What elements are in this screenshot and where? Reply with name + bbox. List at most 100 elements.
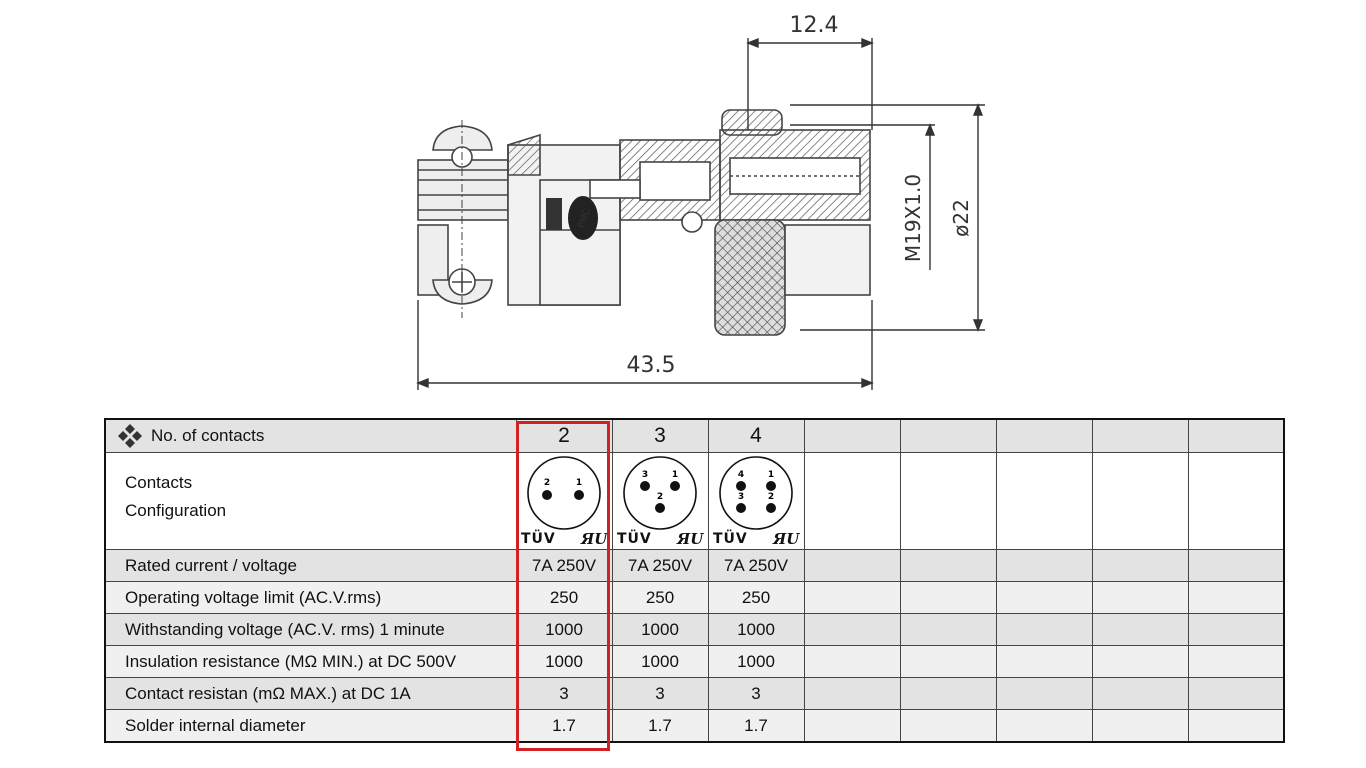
pin-layout-2-diagram: 2 1 <box>527 456 601 530</box>
row-value: 7A 250V <box>707 549 805 582</box>
tuv-cert-mark: TÜV <box>713 531 748 547</box>
row-label: Insulation resistance (MΩ MIN.) at DC 50… <box>104 645 517 678</box>
empty-cell <box>803 549 901 582</box>
empty-cell <box>899 613 997 646</box>
empty-cell <box>1187 613 1285 646</box>
contacts-configuration-label: Contacts Configuration <box>104 452 517 550</box>
contacts-header-label: No. of contacts <box>151 426 265 445</box>
config-label-line1: Contacts <box>125 473 193 492</box>
empty-cell <box>803 418 901 453</box>
ul-cert-mark: ЯU <box>581 530 608 548</box>
table-row: Insulation resistance (MΩ MIN.) at DC 50… <box>104 645 1285 678</box>
empty-cell <box>899 418 997 453</box>
empty-cell <box>1091 709 1189 743</box>
dimension-thread-label: M19X1.0 <box>901 174 925 262</box>
row-label: Operating voltage limit (AC.V.rms) <box>104 581 517 614</box>
dimension-bottom-label: 43.5 <box>627 353 676 378</box>
empty-cell <box>1091 581 1189 614</box>
svg-text:3: 3 <box>738 492 744 502</box>
empty-cell <box>899 645 997 678</box>
empty-cell <box>803 645 901 678</box>
empty-cell <box>899 452 997 550</box>
row-value: 1.7 <box>515 709 613 743</box>
row-value: 1000 <box>515 613 613 646</box>
pin-diagram-cell-3: 3 1 2 TÜV ЯU <box>611 452 709 550</box>
row-label: Withstanding voltage (AC.V. rms) 1 minut… <box>104 613 517 646</box>
brand-logo: PMC <box>546 196 598 240</box>
empty-cell <box>1187 549 1285 582</box>
pin-layout-3-diagram: 3 1 2 <box>623 456 697 530</box>
empty-cell <box>1091 613 1189 646</box>
row-value: 3 <box>515 677 613 710</box>
table-row: Operating voltage limit (AC.V.rms) 250 2… <box>104 581 1285 614</box>
empty-cell <box>899 549 997 582</box>
contact-count-2: 2 <box>515 418 613 453</box>
contacts-header-cell: No. of contacts <box>104 418 517 453</box>
empty-cell <box>995 549 1093 582</box>
empty-cell <box>803 581 901 614</box>
empty-cell <box>899 709 997 743</box>
config-label-line2: Configuration <box>125 501 227 520</box>
table-row: Solder internal diameter 1.7 1.7 1.7 <box>104 709 1285 743</box>
svg-text:1: 1 <box>768 470 774 480</box>
row-value: 250 <box>515 581 613 614</box>
pin-layout-4-diagram: 4 1 3 2 <box>719 456 793 530</box>
row-label: Contact resistan (mΩ MAX.) at DC 1A <box>104 677 517 710</box>
contact-count-3: 3 <box>611 418 709 453</box>
empty-cell <box>1187 452 1285 550</box>
row-value: 1.7 <box>707 709 805 743</box>
svg-text:2: 2 <box>657 492 663 502</box>
svg-text:1: 1 <box>576 478 582 488</box>
empty-cell <box>803 709 901 743</box>
empty-cell <box>995 613 1093 646</box>
empty-cell <box>995 581 1093 614</box>
empty-cell <box>995 418 1093 453</box>
svg-text:3: 3 <box>642 470 648 480</box>
empty-cell <box>1091 418 1189 453</box>
table-row: Contact resistan (mΩ MAX.) at DC 1A 3 3 … <box>104 677 1285 710</box>
pin-diagram-cell-4: 4 1 3 2 TÜV ЯU <box>707 452 805 550</box>
empty-cell <box>995 645 1093 678</box>
dimension-top-label: 12.4 <box>790 13 839 38</box>
svg-text:4: 4 <box>738 470 744 480</box>
row-value: 250 <box>707 581 805 614</box>
empty-cell <box>803 452 901 550</box>
empty-cell <box>995 452 1093 550</box>
row-value: 250 <box>611 581 709 614</box>
row-label: Rated current / voltage <box>104 549 517 582</box>
dimension-diameter-label: ø22 <box>949 199 973 237</box>
contact-count-4: 4 <box>707 418 805 453</box>
row-value: 3 <box>707 677 805 710</box>
empty-cell <box>899 677 997 710</box>
empty-cell <box>1091 645 1189 678</box>
ul-cert-mark: ЯU <box>677 530 704 548</box>
contacts-header-row: No. of contacts 2 3 4 <box>104 418 1285 453</box>
empty-cell <box>995 677 1093 710</box>
empty-cell <box>803 613 901 646</box>
empty-cell <box>1091 452 1189 550</box>
connector-technical-drawing: PMC 12.4 43.5 M19X1.0 ø22 <box>416 13 985 390</box>
empty-cell <box>1091 677 1189 710</box>
tuv-cert-mark: TÜV <box>521 531 556 547</box>
table-row: Withstanding voltage (AC.V. rms) 1 minut… <box>104 613 1285 646</box>
svg-text:2: 2 <box>768 492 774 502</box>
tuv-cert-mark: TÜV <box>617 531 652 547</box>
empty-cell <box>1187 677 1285 710</box>
diamond-cluster-icon <box>118 424 142 448</box>
empty-cell <box>1091 549 1189 582</box>
specification-table: No. of contacts 2 3 4 Contacts Configura… <box>104 418 1285 743</box>
row-value: 1000 <box>707 613 805 646</box>
table-row: Rated current / voltage 7A 250V 7A 250V … <box>104 549 1285 582</box>
row-value: 1000 <box>515 645 613 678</box>
row-value: 1000 <box>611 613 709 646</box>
svg-text:2: 2 <box>544 478 550 488</box>
empty-cell <box>1187 581 1285 614</box>
ul-cert-mark: ЯU <box>773 530 800 548</box>
empty-cell <box>803 677 901 710</box>
row-label: Solder internal diameter <box>104 709 517 743</box>
empty-cell <box>899 581 997 614</box>
empty-cell <box>1187 645 1285 678</box>
svg-text:1: 1 <box>672 470 678 480</box>
row-value: 1000 <box>707 645 805 678</box>
pin-diagram-cell-2: 2 1 TÜV ЯU <box>515 452 613 550</box>
